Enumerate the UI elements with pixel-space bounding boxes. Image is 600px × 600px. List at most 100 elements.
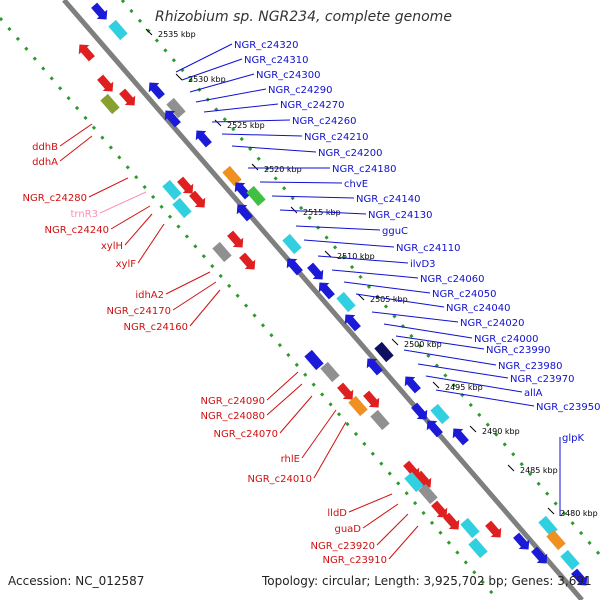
- reverse-gene-6[interactable]: [175, 175, 198, 199]
- reverse-gene-8[interactable]: [172, 197, 192, 219]
- gene-label-ngr-c24160[interactable]: NGR_c24160: [124, 322, 189, 333]
- forward-gene-17[interactable]: [374, 341, 394, 363]
- reverse-gene-9[interactable]: [225, 229, 248, 253]
- forward-gene-11[interactable]: [282, 233, 302, 255]
- gene-label-ngr-c24290[interactable]: NGR_c24290: [268, 85, 333, 96]
- forward-gene-19[interactable]: [400, 372, 423, 396]
- gene-label-ngr-c24300[interactable]: NGR_c24300: [256, 70, 321, 81]
- gene-label-guad[interactable]: guaD: [334, 524, 361, 535]
- forward-gene-9[interactable]: [246, 185, 266, 207]
- gene-label-ngr-c24070[interactable]: NGR_c24070: [214, 429, 279, 440]
- gene-label-ngr-c24080[interactable]: NGR_c24080: [201, 411, 266, 422]
- reverse-gene-12[interactable]: [304, 349, 324, 371]
- gene-label-ngr-c24060[interactable]: NGR_c24060: [420, 274, 485, 285]
- reverse-gene-2[interactable]: [95, 73, 118, 97]
- gene-label-ngr-c24280[interactable]: NGR_c24280: [23, 193, 88, 204]
- forward-gene-16[interactable]: [340, 310, 363, 334]
- gene-label-ngr-c24110[interactable]: NGR_c24110: [396, 243, 461, 254]
- forward-gene-27[interactable]: [569, 567, 592, 591]
- gene-label-trnr3[interactable]: trnR3: [70, 209, 98, 220]
- reverse-gene-13[interactable]: [320, 361, 340, 383]
- reverse-gene-7[interactable]: [187, 189, 210, 213]
- gene-label-ngr-c24050[interactable]: NGR_c24050: [432, 289, 497, 300]
- forward-gene-3[interactable]: [144, 78, 167, 102]
- reverse-gene-11[interactable]: [237, 251, 260, 275]
- reverse-gene-19[interactable]: [413, 469, 436, 493]
- gene-label-ngr-c24130[interactable]: NGR_c24130: [368, 210, 433, 221]
- gene-label-idha2[interactable]: idhA2: [135, 290, 164, 301]
- gene-label-lldd[interactable]: lldD: [327, 508, 347, 519]
- forward-gene-2[interactable]: [108, 19, 128, 41]
- forward-gene-14[interactable]: [314, 278, 337, 302]
- gene-label-chve[interactable]: chvE: [344, 179, 368, 190]
- forward-gene-6[interactable]: [191, 126, 214, 150]
- gene-label-ngr-c23950[interactable]: NGR_c23950: [536, 402, 600, 413]
- gene-label-ngr-c24140[interactable]: NGR_c24140: [356, 194, 421, 205]
- forward-gene-18[interactable]: [362, 354, 385, 378]
- forward-gene-1[interactable]: [89, 1, 112, 25]
- gene-label-ngr-c23980[interactable]: NGR_c23980: [498, 361, 563, 372]
- reverse-gene-14[interactable]: [335, 381, 358, 405]
- gene-label-ilvd3[interactable]: ilvD3: [410, 259, 436, 270]
- forward-gene-23[interactable]: [448, 424, 471, 448]
- forward-gene-5[interactable]: [160, 106, 183, 130]
- gene-label-ngr-c24270[interactable]: NGR_c24270: [280, 100, 345, 111]
- forward-gene-13[interactable]: [305, 261, 328, 285]
- reverse-gene-4[interactable]: [117, 87, 140, 111]
- gene-label-ngr-c24000[interactable]: NGR_c24000: [474, 334, 539, 345]
- gene-label-xylh[interactable]: xylH: [101, 241, 123, 252]
- forward-gene-26[interactable]: [560, 549, 580, 571]
- forward-gene-15[interactable]: [336, 291, 356, 313]
- forward-gene-29[interactable]: [529, 545, 552, 569]
- forward-gene-21[interactable]: [430, 403, 450, 425]
- reverse-gene-21[interactable]: [418, 483, 438, 505]
- gene-label-xylf[interactable]: xylF: [116, 259, 137, 270]
- gene-label-ngr-c24180[interactable]: NGR_c24180: [332, 164, 397, 175]
- forward-gene-4[interactable]: [166, 97, 186, 119]
- gene-label-ngr-c24020[interactable]: NGR_c24020: [460, 318, 525, 329]
- gene-label-ngr-c24040[interactable]: NGR_c24040: [446, 303, 511, 314]
- gene-label-rhle[interactable]: rhlE: [281, 454, 300, 465]
- gene-label-alla[interactable]: allA: [524, 388, 543, 399]
- reverse-gene-24[interactable]: [460, 517, 480, 539]
- gene-label-ngr-c23910[interactable]: NGR_c23910: [323, 555, 388, 566]
- forward-gene-10[interactable]: [232, 200, 255, 224]
- gene-label-glpk[interactable]: glpK: [562, 433, 584, 444]
- gene-label-ngr-c24320[interactable]: NGR_c24320: [234, 40, 299, 51]
- forward-gene-8[interactable]: [230, 178, 253, 202]
- gene-label-ngr-c24260[interactable]: NGR_c24260: [292, 116, 357, 127]
- gene-label-gguc[interactable]: gguC: [382, 226, 408, 237]
- forward-gene-22[interactable]: [422, 416, 445, 440]
- reverse-gene-16[interactable]: [361, 389, 384, 413]
- reverse-gene-18[interactable]: [401, 459, 424, 483]
- forward-gene-12[interactable]: [282, 254, 305, 278]
- forward-gene-28[interactable]: [511, 531, 534, 555]
- reverse-gene-10[interactable]: [212, 241, 232, 263]
- reverse-gene-5[interactable]: [162, 179, 182, 201]
- forward-gene-20[interactable]: [409, 401, 432, 425]
- gene-label-ngr-c24010[interactable]: NGR_c24010: [248, 474, 313, 485]
- gene-label-ngr-c24200[interactable]: NGR_c24200: [318, 148, 383, 159]
- gene-label-ngr-c23990[interactable]: NGR_c23990: [486, 345, 551, 356]
- reverse-gene-20[interactable]: [404, 471, 424, 493]
- reverse-gene-1[interactable]: [74, 40, 97, 64]
- gene-label-ngr-c24240[interactable]: NGR_c24240: [45, 225, 110, 236]
- reverse-gene-25[interactable]: [483, 519, 506, 543]
- reverse-gene-17[interactable]: [370, 409, 390, 431]
- gene-label-ngr-c24210[interactable]: NGR_c24210: [304, 132, 369, 143]
- reverse-gene-23[interactable]: [441, 511, 464, 535]
- reverse-gene-22[interactable]: [429, 499, 452, 523]
- reverse-gene-3[interactable]: [100, 93, 120, 115]
- gene-label-ngr-c24090[interactable]: NGR_c24090: [201, 396, 266, 407]
- gene-label-ngr-c23920[interactable]: NGR_c23920: [311, 541, 376, 552]
- gene-label-ngr-c24310[interactable]: NGR_c24310: [244, 55, 309, 66]
- gene-label-ngr-c23970[interactable]: NGR_c23970: [510, 374, 575, 385]
- gene-label-ddhb[interactable]: ddhB: [32, 142, 58, 153]
- gene-label-ddha[interactable]: ddhA: [32, 157, 58, 168]
- forward-gene-7[interactable]: [222, 165, 242, 187]
- gene-label-ngr-c24170[interactable]: NGR_c24170: [107, 306, 172, 317]
- reverse-gene-26[interactable]: [468, 537, 488, 559]
- forward-gene-25[interactable]: [546, 529, 566, 551]
- reverse-gene-15[interactable]: [348, 395, 368, 417]
